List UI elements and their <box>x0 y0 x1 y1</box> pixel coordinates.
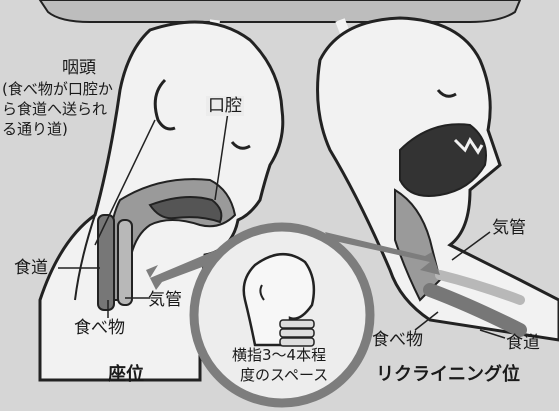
seated-caption: 座位 <box>108 365 144 385</box>
pharynx-note-line-3: る通り道) <box>2 120 68 139</box>
pharynx-note-line-2: ら食道へ送られ <box>2 100 107 119</box>
trachea-right-label: 気管 <box>492 218 526 238</box>
top-banner <box>40 0 520 22</box>
reclining-caption: リクライニング位 <box>376 365 520 385</box>
finger-width-line-1: 横指3～4本程 <box>232 346 326 365</box>
food-left-label: 食べ物 <box>74 318 125 338</box>
esophagus-right-label: 食道 <box>506 333 540 353</box>
finger-width-line-2: 度のスペース <box>240 366 328 385</box>
food-right-label: 食べ物 <box>372 330 423 350</box>
pharynx-note-line-1: (食べ物が口腔か <box>2 80 113 99</box>
pharynx-label: 咽頭 <box>62 58 96 78</box>
mouth-label: 口腔 <box>206 96 244 116</box>
trachea-left-label: 気管 <box>148 290 182 310</box>
esophagus-left-label: 食道 <box>14 258 48 278</box>
